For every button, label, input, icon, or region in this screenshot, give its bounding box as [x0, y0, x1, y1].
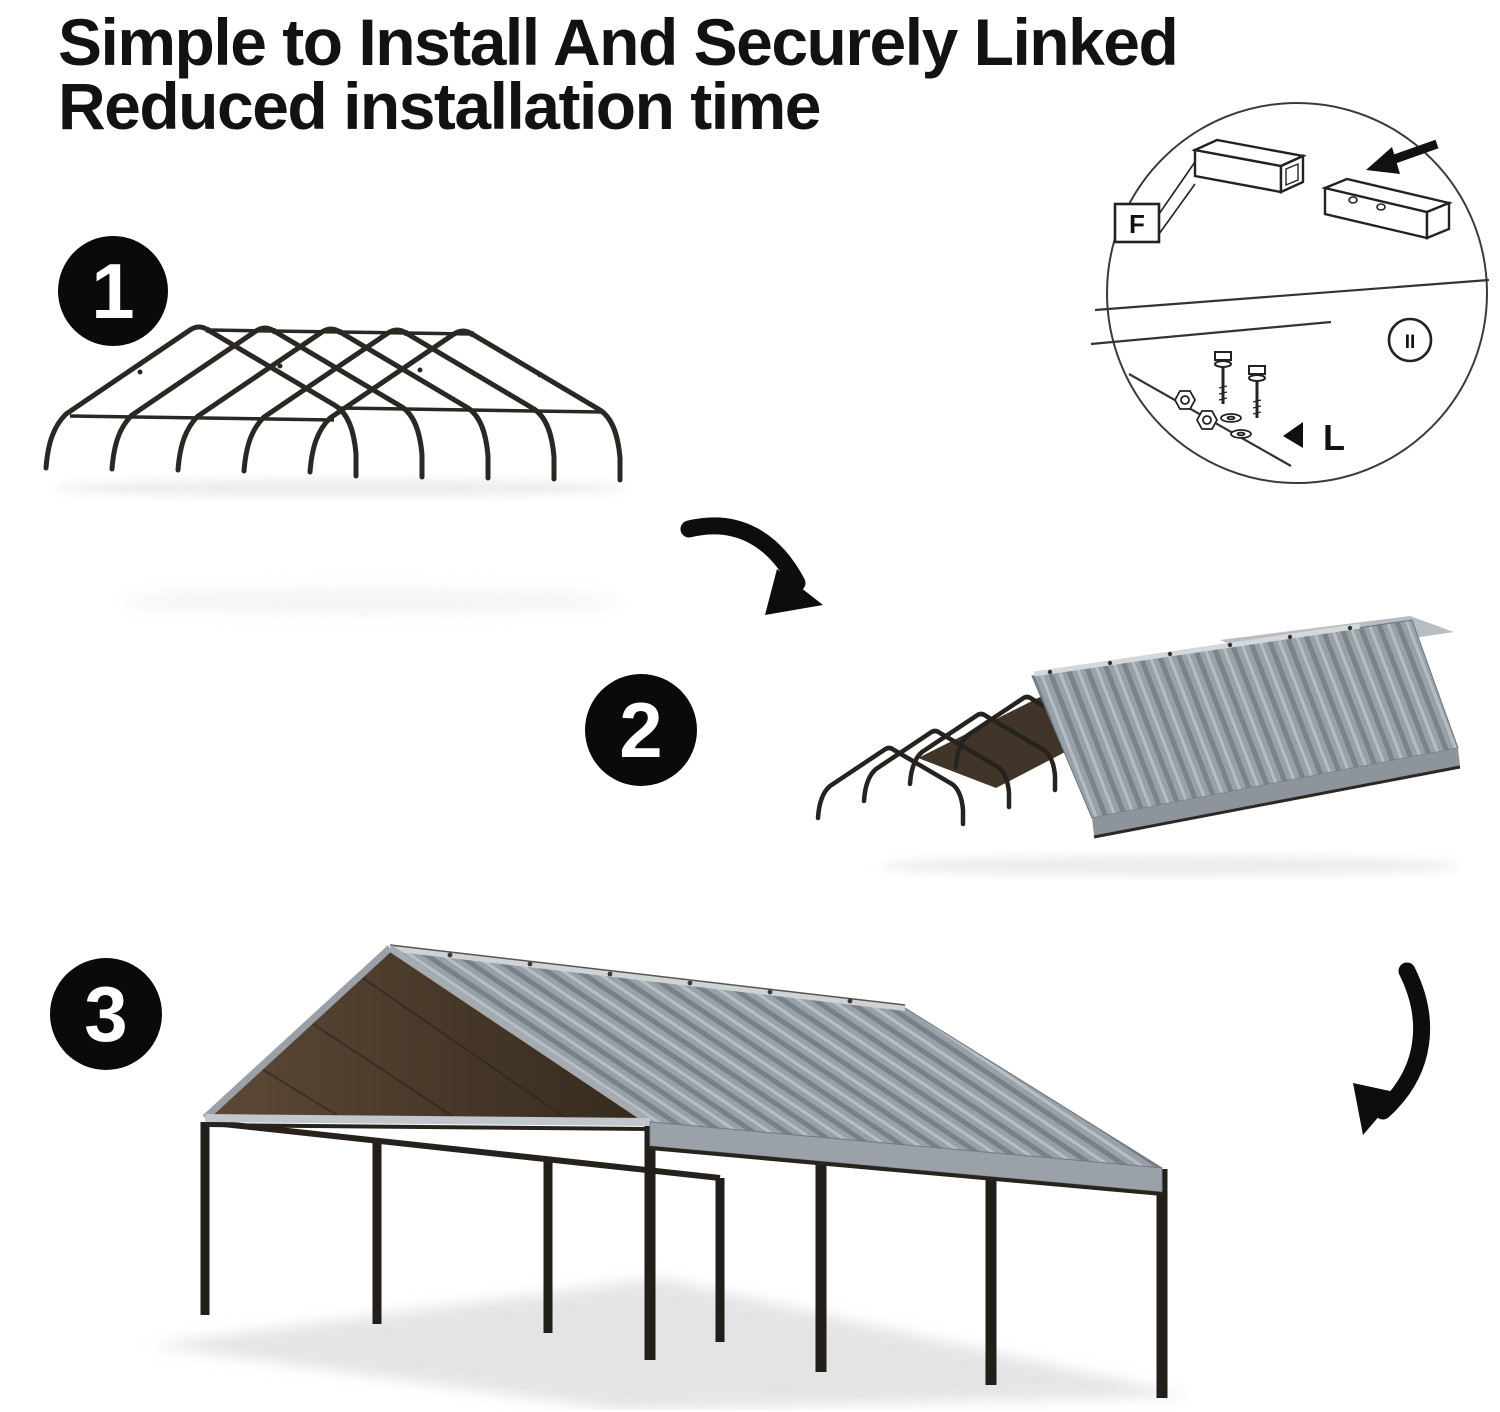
step-1-badge: 1 — [58, 236, 168, 346]
connector-detail-inset: F II — [1090, 102, 1490, 484]
ambient-shadow — [120, 588, 620, 614]
step-2-number: 2 — [619, 686, 663, 774]
insert-tube-drawing — [1321, 177, 1453, 240]
step-3-badge: 3 — [50, 958, 162, 1070]
carport-ground-shadow — [150, 1278, 1190, 1410]
step-2-badge: 2 — [585, 674, 697, 786]
nut-icons — [1173, 390, 1219, 430]
part-label-box — [1113, 202, 1161, 244]
left-leg-row — [200, 1122, 725, 1342]
gable-underside — [205, 948, 650, 1122]
length-arrow-icon — [1283, 422, 1303, 448]
step-1-frame-illustration — [43, 324, 625, 497]
ridge-cap — [1033, 623, 1361, 677]
detail-number-label: II — [1405, 332, 1416, 353]
curved-arrow-down-left-icon — [1353, 962, 1431, 1135]
receiving-tube-drawing — [1191, 138, 1307, 194]
ridge-cap — [389, 945, 906, 1011]
right-leg-row — [644, 1124, 1168, 1398]
corrugated-roof-panel — [1031, 619, 1459, 819]
frame-trusses — [43, 324, 623, 483]
step-2-partial-roof-illustration — [815, 616, 1461, 876]
right-eave-dark-edge — [649, 1146, 1163, 1196]
gable-bottom-dark-edge — [204, 1123, 651, 1131]
step-3-assembled-carport-illustration — [150, 944, 1190, 1410]
gable-right-edge-trim — [388, 945, 652, 1125]
ridge-screw-dots — [1047, 625, 1353, 675]
eave-fascia — [1092, 748, 1460, 836]
ridge-screw-dots — [447, 952, 853, 1004]
part-label-leaders — [1158, 161, 1196, 235]
washer-icons — [1220, 413, 1252, 439]
bolt-hardware-icons — [1214, 351, 1266, 418]
step2-ground-shadow — [880, 856, 1460, 876]
insert-direction-arrow-icon — [1366, 139, 1439, 174]
eave-dark-edge — [1093, 765, 1461, 839]
gable-left-edge-trim — [202, 945, 393, 1121]
step-1-number: 1 — [91, 247, 135, 335]
inset-circle — [1106, 102, 1488, 484]
gable-rib-lines — [259, 975, 571, 1122]
headline-line-2: Reduced installation time — [58, 69, 821, 143]
length-label: L — [1323, 417, 1345, 458]
step-3-number: 3 — [84, 970, 128, 1058]
ridge-top-edge — [389, 944, 906, 1006]
gable-bottom-fascia — [204, 1114, 651, 1126]
frame-ground-shadow — [55, 479, 625, 497]
part-label: F — [1129, 209, 1145, 239]
frame-screw-dots — [137, 327, 543, 378]
detail-number-circle — [1387, 317, 1433, 363]
left-eave-beam — [204, 1119, 721, 1181]
headline-line-1: Simple to Install And Securely Linked — [58, 5, 1179, 79]
curved-arrow-down-right-icon — [680, 517, 823, 615]
